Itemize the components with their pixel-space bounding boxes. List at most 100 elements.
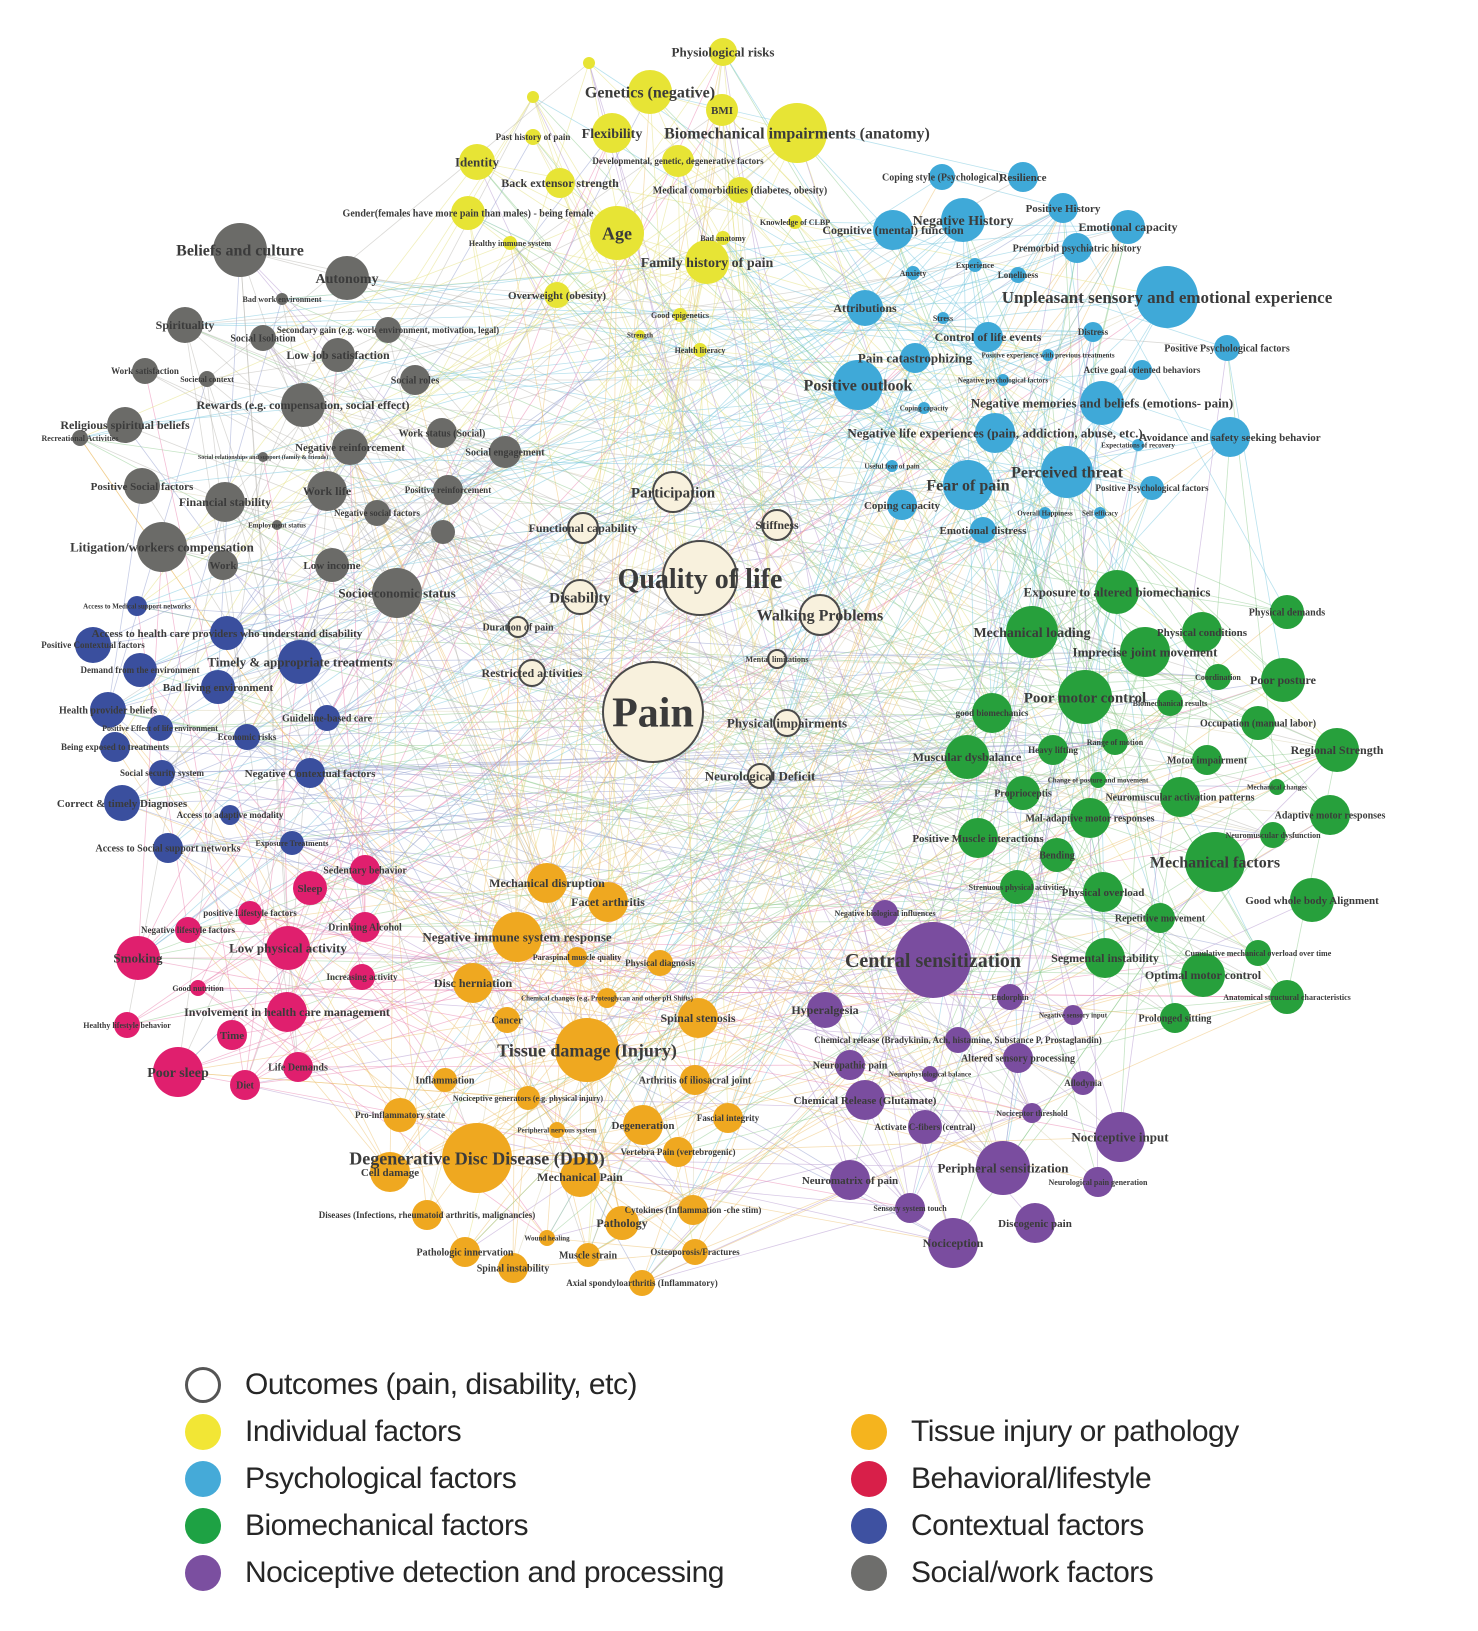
node-premorbid-psychiatric-history: [1062, 233, 1092, 263]
node-vertebra-pain-vertebrogenic: [663, 1137, 693, 1167]
node-autonomy: [325, 256, 369, 300]
node-access-to-medical-support-networks: [127, 596, 147, 616]
node-negative-reinforcement: [332, 429, 368, 465]
legend-label-nociceptive: Nociceptive detection and processing: [245, 1556, 724, 1589]
edge: [281, 298, 609, 903]
edge: [167, 749, 1338, 849]
node-label-negative-psychological-factors: Negative psychological factors: [958, 376, 1048, 384]
edge: [107, 485, 143, 711]
node-bad-living-environment: [201, 670, 235, 704]
node-label-cell-damage: Cell damage: [361, 1167, 419, 1179]
edge: [107, 407, 925, 711]
edge: [187, 929, 644, 1126]
edge: [302, 404, 449, 491]
edge: [246, 512, 1101, 738]
edge: [776, 658, 1338, 751]
node-label-nociceptive-input: Nociceptive input: [1071, 1130, 1169, 1145]
node-label-osteoporosis-fractures: Osteoporosis/Fractures: [650, 1247, 740, 1257]
node-smoking: [116, 936, 160, 980]
node-label-religious-spiritual-beliefs: Religious spiritual beliefs: [60, 418, 190, 432]
edge: [824, 529, 984, 1011]
edge: [444, 957, 1106, 1081]
node-neurological-deficit: [747, 763, 773, 789]
edge: [244, 529, 984, 1086]
edge: [136, 605, 1219, 678]
node-fear-of-pain: [943, 460, 993, 510]
node-label-pro-inflammatory-state: Pro-inflammatory state: [355, 1110, 445, 1120]
node-positive-outlook: [833, 360, 883, 410]
node-positive-social-factors: [124, 468, 160, 504]
edge: [141, 407, 925, 487]
node-negative-memories-and-beliefs-emotions-p: [1080, 381, 1124, 425]
legend-swatch-individual: [185, 1414, 221, 1450]
node-increasing-activity: [349, 964, 375, 990]
edge: [224, 501, 608, 999]
node-label-good-whole-body-alignment: Good whole body Alignment: [1245, 895, 1379, 907]
node-chemical-release-bradykinin-ach-histamin: [945, 1027, 971, 1053]
node-label-physical-conditions: Physical conditions: [1157, 627, 1248, 639]
legend-item-individual: Individual factors: [185, 1413, 724, 1451]
node-physical-conditions: [1182, 612, 1222, 652]
node-label-societal-context: Societal context: [180, 375, 234, 384]
node-label-resilience: Resilience: [999, 172, 1046, 184]
node-label-occupation-manual-labor: Occupation (manual labor): [1200, 719, 1316, 730]
node-label-recreational-activities: Recreational Activities: [42, 434, 119, 443]
edge: [441, 432, 1101, 514]
edge: [137, 219, 964, 959]
node-label-coping-capacity: Coping capacity: [900, 404, 949, 412]
node-label-work: Work: [210, 560, 238, 572]
node-mechanical-loading: [1006, 606, 1058, 658]
node-altered-sensory-processing: [1003, 1043, 1033, 1073]
nodes: [72, 38, 1359, 1296]
edge: [1002, 402, 1103, 1169]
node-useful-fear-of-pain: [886, 460, 898, 472]
edge: [509, 242, 694, 1211]
edge: [206, 378, 478, 1159]
node-degeneration: [623, 1105, 663, 1145]
node-negative-contextual-factors: [295, 758, 325, 788]
node-past-history-of-pain: [525, 129, 541, 145]
node-label-mechanical-changes: Mechanical changes: [1247, 783, 1307, 791]
node-pro-inflammatory-state: [383, 1098, 417, 1132]
edge: [226, 132, 798, 634]
node-label-cumulative-mechanical-overload-over-time: Cumulative mechanical overload over time: [1185, 949, 1332, 958]
node-label-past-history-of-pain: Past history of pain: [496, 132, 571, 142]
node-positive-contextual-factors: [75, 627, 111, 663]
node-inflammation: [433, 1068, 457, 1092]
node-label-premorbid-psychiatric-history: Premorbid psychiatric history: [1013, 244, 1142, 255]
edge: [512, 524, 778, 1269]
node-label-spinal-stenosis: Spinal stenosis: [660, 1011, 735, 1025]
edge: [346, 277, 1259, 724]
node-physical-impairments: [773, 709, 801, 737]
edge: [892, 229, 1204, 976]
node-label-genetics-negative: Genetics (negative): [585, 85, 715, 102]
node-label-stress: Stress: [933, 314, 953, 323]
node-chemical-release-glutamate: [845, 1080, 885, 1120]
edge: [641, 959, 934, 1284]
edge: [509, 242, 1054, 751]
node-poor-motor-control: [1058, 670, 1112, 724]
edge: [587, 334, 641, 1256]
edge: [361, 854, 1058, 978]
legend-swatch-tissue: [851, 1414, 887, 1450]
node-work-status-social: [427, 418, 457, 448]
node-label-guideline-based-care: Guideline-based care: [282, 714, 373, 725]
node-label-timely-appropriate-treatments: Timely & appropriate treatments: [207, 655, 392, 670]
node-experience: [968, 258, 982, 272]
node-label-coordination: Coordination: [1195, 673, 1241, 682]
edge: [184, 294, 558, 326]
legend-item-outcomes: Outcomes (pain, disability, etc): [185, 1366, 724, 1404]
node-label-being-exposed-to-treatments: Being exposed to treatments: [61, 742, 170, 752]
node-label-axial-spondyloarthritis-inflammatory: Axial spondyloarthritis (Inflammatory): [566, 1278, 718, 1288]
legend-swatch-nociceptive: [185, 1555, 221, 1591]
node-work: [208, 550, 238, 580]
node-label-social-isolation: Social Isolation: [230, 334, 296, 345]
node-label-duration-of-pain: Duration of pain: [482, 623, 554, 634]
edge: [586, 247, 1078, 1051]
node-label-muscle-strain: Muscle strain: [559, 1251, 617, 1262]
edge: [92, 512, 378, 646]
edge: [467, 212, 1086, 698]
node-mal-adaptive-motor-responses: [1070, 798, 1110, 838]
node-label-medical-comorbidities-diabetes-obesity: Medical comorbidities (diabetes, obesity…: [653, 186, 827, 197]
edge: [476, 527, 584, 1159]
